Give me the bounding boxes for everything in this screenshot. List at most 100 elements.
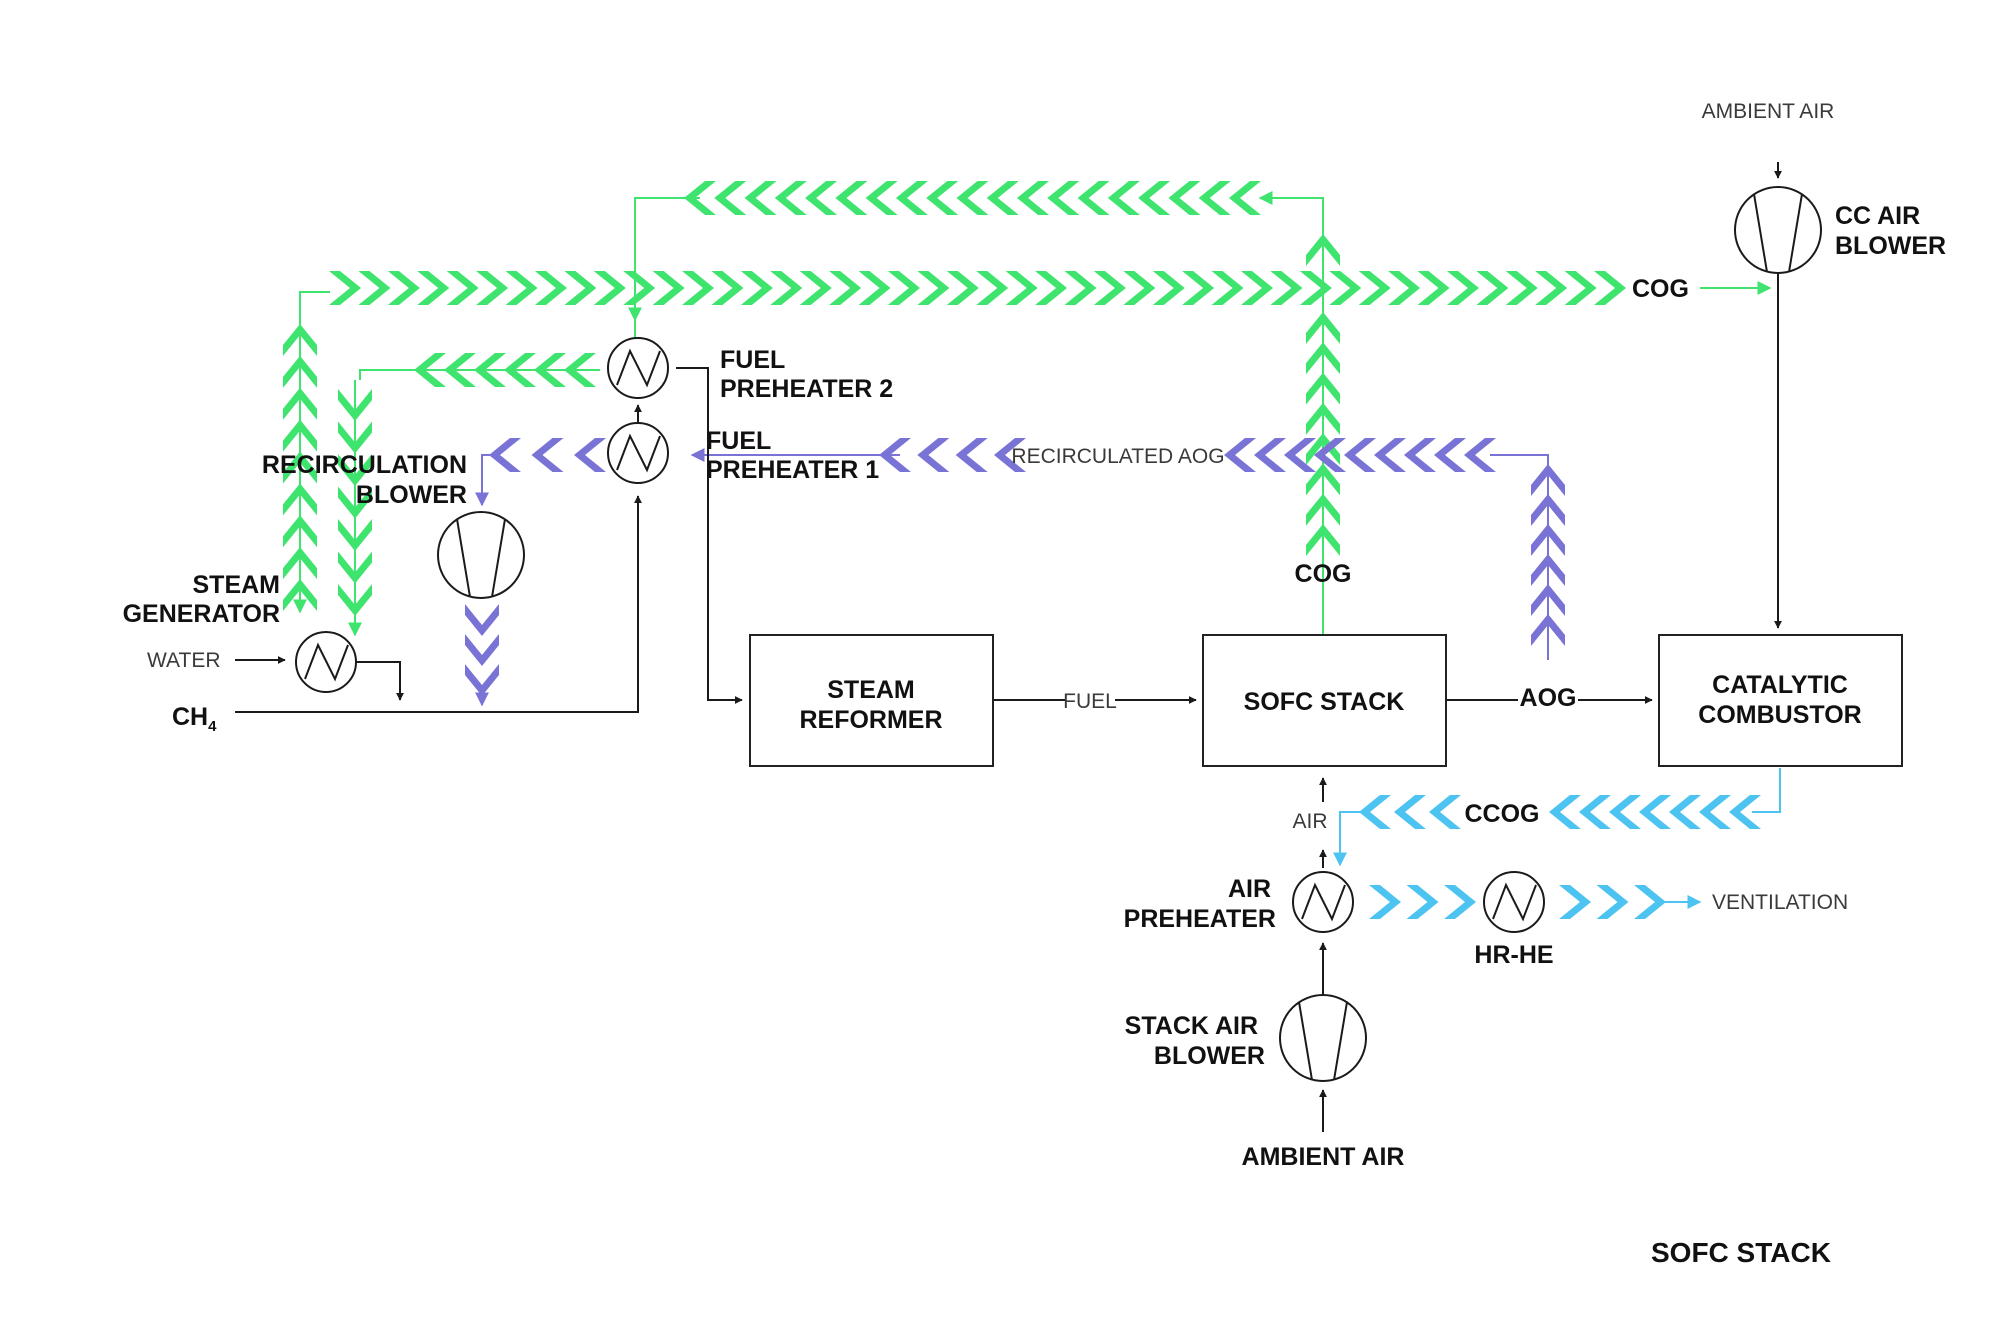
flow-chevron <box>1596 885 1629 919</box>
catalytic-combustor-label-1: CATALYTIC <box>1712 671 1848 699</box>
flow-chevron <box>1168 181 1201 215</box>
flow-chevron <box>283 515 317 548</box>
flow-chevron <box>1404 438 1436 472</box>
catalytic-combustor-box: CATALYTIC COMBUSTOR <box>1658 634 1903 767</box>
flow-chevron <box>1358 271 1391 305</box>
flow-chevron <box>283 547 317 580</box>
flow-chevron <box>1064 271 1097 305</box>
flow-chevron <box>1369 885 1401 919</box>
flow-chevron <box>1152 271 1185 305</box>
flow-chevron <box>283 387 317 420</box>
flow-chevron <box>1314 438 1346 472</box>
ccog-label: CCOG <box>1465 800 1540 828</box>
air-stream-label: AIR <box>1292 810 1327 833</box>
flow-chevron <box>283 355 317 388</box>
flow-chevron <box>329 271 361 305</box>
flow-chevron <box>1531 614 1565 646</box>
flow-chevron <box>1579 795 1611 829</box>
flow-chevron <box>504 353 536 387</box>
steam-generator-label-2: GENERATOR <box>123 600 280 628</box>
flow-chevron <box>1306 372 1340 405</box>
fuel-preheater-1-label-2: PREHEATER 1 <box>706 456 879 484</box>
flow-chevron <box>1609 795 1641 829</box>
flow-chevron <box>444 353 476 387</box>
flow-chevron <box>879 438 911 472</box>
flow-chevron <box>774 181 807 215</box>
flow-chevron <box>1388 271 1421 305</box>
ambient-air-top-label: AMBIENT AIR <box>1702 100 1835 123</box>
flow-chevron <box>564 353 596 387</box>
flow-chevron <box>338 454 372 486</box>
blower-icon <box>437 511 525 599</box>
flow-chevron <box>283 483 317 516</box>
flow-chevron <box>1634 885 1666 919</box>
flow-chevron <box>283 579 317 611</box>
flow-chevron <box>887 271 920 305</box>
fuel-stream-label: FUEL <box>1063 690 1117 713</box>
flow-chevron <box>1406 885 1439 919</box>
flow-chevron <box>338 584 372 616</box>
flow-chevron <box>1359 795 1391 829</box>
ambient-air-bottom-label: AMBIENT AIR <box>1242 1143 1405 1171</box>
flow-chevron <box>799 271 832 305</box>
flow-chevron <box>1639 795 1671 829</box>
flow-chevron <box>1306 524 1340 556</box>
flow-chevron <box>1476 271 1509 305</box>
flow-chevron <box>835 181 868 215</box>
cog-top-label: COG <box>1632 275 1689 303</box>
flow-chevron <box>465 634 499 666</box>
flow-chevron <box>1182 271 1215 305</box>
flow-chevron <box>623 271 656 305</box>
blower-icon <box>1279 994 1367 1082</box>
sofc-stack-label: SOFC STACK <box>1244 688 1405 716</box>
flow-chevron <box>1306 312 1340 344</box>
flow-chevron <box>917 438 950 472</box>
flow-chevron <box>1017 181 1050 215</box>
flow-chevron <box>682 271 715 305</box>
heat-exchanger-icon <box>295 631 357 693</box>
flow-chevron <box>1417 271 1450 305</box>
flow-chevron <box>858 271 891 305</box>
flow-chevron <box>1531 494 1565 526</box>
aog-label: AOG <box>1520 684 1577 712</box>
flow-chevron <box>946 271 979 305</box>
flow-chevron <box>1035 271 1068 305</box>
ch4-label: CH4 <box>172 703 217 735</box>
flow-chevron <box>1198 181 1231 215</box>
flow-chevron <box>805 181 838 215</box>
flow-chevron <box>474 353 506 387</box>
water-label: WATER <box>147 649 221 672</box>
flow-chevron <box>1594 271 1626 305</box>
flow-chevron <box>1374 438 1406 472</box>
flow-chevron <box>1270 271 1303 305</box>
flow-chevron <box>338 486 372 519</box>
flow-chevron <box>338 389 372 421</box>
stack-air-blower-label-2: BLOWER <box>1154 1042 1265 1070</box>
flow-chevron <box>1138 181 1171 215</box>
flow-chevron <box>1531 554 1565 586</box>
flow-chevron <box>1505 271 1538 305</box>
footer-title: SOFC STACK <box>1651 1237 1831 1268</box>
flow-chevron <box>711 271 744 305</box>
air-preheater-label-2: PREHEATER <box>1124 905 1276 933</box>
flow-chevron <box>865 181 898 215</box>
fuel-preheater-1-label-1: FUEL <box>706 427 771 455</box>
flow-chevron <box>955 438 988 472</box>
flow-chevron <box>1535 271 1568 305</box>
flow-chevron <box>1446 271 1479 305</box>
flow-chevron <box>956 181 989 215</box>
flow-chevron <box>976 271 1009 305</box>
flow-chevron <box>1306 234 1340 266</box>
flow-chevron <box>1434 438 1466 472</box>
flow-chevron <box>1531 524 1565 556</box>
flow-chevron <box>1254 438 1286 472</box>
flow-chevron <box>926 181 959 215</box>
flow-chevron <box>1344 438 1376 472</box>
steam-reformer-label-1: STEAM <box>827 676 915 704</box>
flow-chevron <box>1444 885 1476 919</box>
flow-chevron <box>829 271 862 305</box>
flow-chevron <box>770 271 803 305</box>
air-preheater-label-1: AIR <box>1228 875 1271 903</box>
flow-chevron <box>1093 271 1126 305</box>
